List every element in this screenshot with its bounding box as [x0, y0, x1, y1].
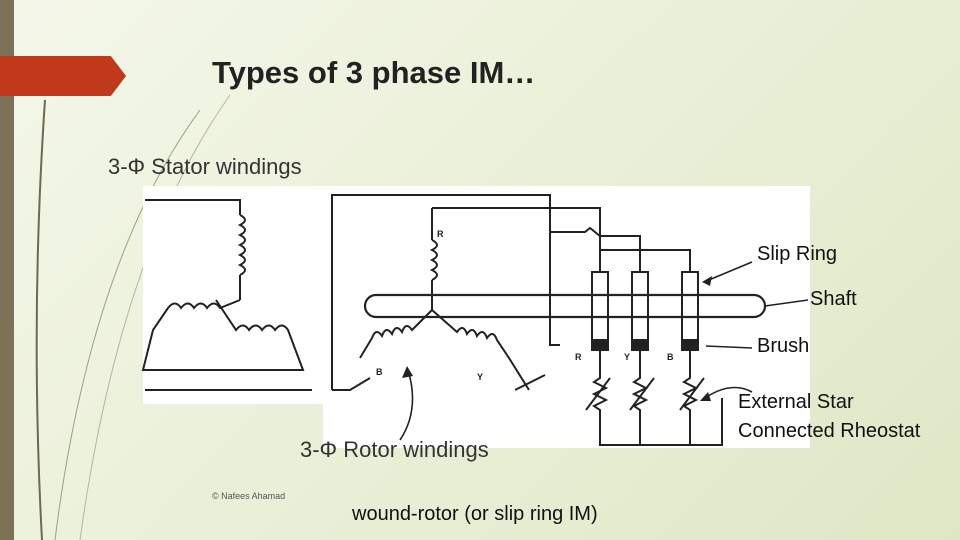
- rotor-phase-r: R: [437, 229, 444, 239]
- ring-phase-r: R: [575, 352, 582, 362]
- stator-panel: [143, 186, 323, 404]
- brush-callout: Brush: [757, 335, 810, 357]
- slip-rings: [591, 271, 699, 351]
- stator-windings-label: 3-Φ Stator windings: [108, 154, 302, 179]
- rotor-phase-y: Y: [477, 372, 483, 382]
- rheostat-callout: External Star Connected Rheostat: [738, 388, 920, 446]
- stator-delta-windings: [141, 199, 312, 391]
- shaft-callout: Shaft: [810, 288, 857, 310]
- rheostat-callout-line1: External Star: [738, 391, 854, 413]
- ring-phase-b: B: [667, 352, 674, 362]
- decorative-strokes: [35, 94, 231, 540]
- rheostat-callout-line2: Connected Rheostat: [738, 420, 921, 442]
- title-accent-tab: [0, 56, 126, 96]
- rotor-windings-label: 3-Φ Rotor windings: [300, 437, 489, 462]
- wiring-loop: [331, 194, 560, 390]
- slide-title: Types of 3 phase IM…: [212, 55, 536, 90]
- rotor-star-windings: [332, 208, 546, 391]
- rheostats: [585, 350, 723, 446]
- ring-phase-y: Y: [624, 352, 630, 362]
- author-credit: © Nafees Ahamad: [212, 491, 286, 501]
- rotor-phase-b: B: [376, 367, 383, 377]
- slide-caption: wound-rotor (or slip ring IM): [352, 503, 598, 525]
- slip-ring-callout: Slip Ring: [757, 243, 838, 265]
- side-bar: [0, 0, 14, 540]
- shaft: [363, 293, 767, 319]
